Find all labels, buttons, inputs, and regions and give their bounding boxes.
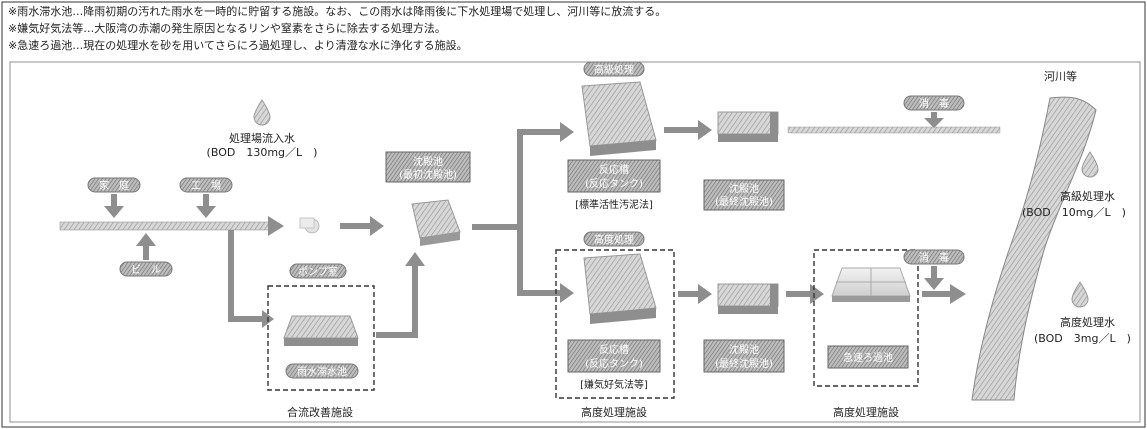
stormwater-caption: 合流改善施設 — [287, 405, 353, 419]
lower-caption: 高度処理施設 — [581, 405, 647, 419]
lower-reactor-box — [567, 339, 661, 373]
split-lower-arrow — [517, 283, 574, 303]
upper-to-river-line — [787, 126, 1001, 134]
river-shape — [971, 96, 1097, 401]
primary-out-line — [472, 224, 520, 230]
disinfect-lower-arrow — [924, 266, 944, 290]
pill-disinfect-lower — [903, 249, 965, 265]
river-label: 河川等 — [1044, 69, 1077, 83]
pill-factory — [179, 177, 233, 193]
upper-settle-icon — [717, 111, 779, 142]
pill-pump — [289, 263, 347, 279]
filter-to-river-arrow — [922, 284, 966, 304]
output-high-label: 高級処理水 — [1060, 189, 1115, 203]
output-high-droplet-icon — [1081, 151, 1099, 178]
upper-settle-box — [703, 179, 785, 211]
output-advanced-label: 高度処理水 — [1060, 315, 1115, 329]
source-home: 家 庭 — [99, 179, 129, 192]
lower-settle-box — [703, 339, 785, 373]
upper-reactor-icon — [581, 81, 657, 156]
lower-reactor-label: 反応槽 — [599, 343, 629, 356]
upper-method: [標準活性汚泥法] — [575, 198, 653, 211]
pump-icon — [299, 217, 320, 234]
filtration-dashed-frame — [813, 249, 919, 387]
filtration-caption: 高度処理施設 — [833, 405, 899, 419]
upper-reactor-box — [567, 159, 661, 193]
split-vertical-line — [517, 132, 523, 296]
filtration-box — [827, 345, 909, 369]
inner-frame — [9, 61, 1141, 423]
stormwater-to-primary-arrow — [376, 252, 425, 338]
pill-stormwater — [285, 363, 359, 379]
primary-sublabel: (最初沈殿池) — [399, 168, 457, 181]
primary-tank-icon — [411, 199, 461, 246]
badge-secondary — [583, 61, 645, 77]
note-filtration: ※急速ろ過池…現在の処理水を砂を用いてさらにろ過処理し、より清澄な水に浄化する施… — [8, 38, 468, 52]
split-upper-arrow — [517, 122, 574, 142]
primary-label: 沈殿池 — [413, 155, 443, 168]
lower-method: [嫌気好気法等] — [580, 378, 648, 391]
source-arrows — [104, 194, 216, 260]
filtration-label: 急速ろ過池 — [843, 351, 893, 364]
upper-reactor-sublabel: (反応タンク) — [585, 177, 643, 190]
lower-settle-label: 沈殿池 — [729, 343, 759, 356]
lower-reactor-icon — [583, 253, 657, 324]
lower-reactor-dashed-frame — [555, 249, 675, 399]
upper-settle-sublabel: (最終沈殿池) — [715, 195, 773, 208]
badge-advanced — [583, 231, 645, 247]
disinfection-upper: 消 毒 — [919, 97, 949, 110]
disinfection-lower: 消 毒 — [919, 251, 949, 264]
output-advanced-bod: (BOD 3mg／L ) — [1034, 332, 1131, 345]
main-inflow-arrow — [59, 216, 284, 236]
lower-settle-to-filter-arrow — [786, 284, 824, 304]
lower-settle-icon — [717, 283, 779, 314]
lower-settle-sublabel: (最終沈殿池) — [715, 357, 773, 370]
inflow-bod: (BOD 130mg／L ) — [207, 146, 318, 159]
disinfect-upper-arrow — [924, 112, 944, 128]
pill-disinfect-upper — [903, 95, 965, 111]
output-high-bod: (BOD 10mg／L ) — [1022, 206, 1126, 219]
primary-tank-box — [385, 151, 471, 183]
stormwater-tank-icon — [283, 315, 359, 346]
lower-reactor-sublabel: (反応タンク) — [585, 357, 643, 370]
branch-to-stormwater — [228, 230, 274, 328]
upper-badge: 高級処理 — [594, 63, 634, 76]
stormwater-dashed-frame — [267, 285, 375, 391]
note-anaerobic: ※嫌気好気法等…大阪湾の赤潮の発生原因となるリンや窒素をさらに除去する処理方法。 — [8, 21, 446, 35]
inflow-label: 処理場流入水 — [229, 131, 295, 145]
inflow-droplet-icon — [253, 99, 271, 126]
pump-label: ポンプ室 — [298, 265, 338, 278]
lower-badge: 高度処理 — [594, 233, 634, 246]
filtration-icon — [831, 267, 911, 302]
upper-reactor-to-settle-arrow — [664, 120, 712, 140]
stormwater-label: 雨水滞水池 — [297, 365, 347, 378]
source-factory: 工 場 — [191, 179, 221, 192]
upper-settle-label: 沈殿池 — [729, 182, 759, 195]
lower-reactor-to-settle-arrow — [678, 284, 712, 304]
source-building: ビ ル — [131, 264, 161, 276]
pill-building — [119, 261, 173, 277]
pill-home — [87, 177, 141, 193]
output-advanced-droplet-icon — [1071, 281, 1089, 308]
note-stormwater: ※雨水滞水池…降雨初期の汚れた雨水を一時的に貯留する施設。なお、この雨水は降雨後… — [8, 4, 666, 18]
upper-reactor-label: 反応槽 — [599, 163, 629, 176]
pump-to-primary-arrow — [340, 216, 384, 236]
